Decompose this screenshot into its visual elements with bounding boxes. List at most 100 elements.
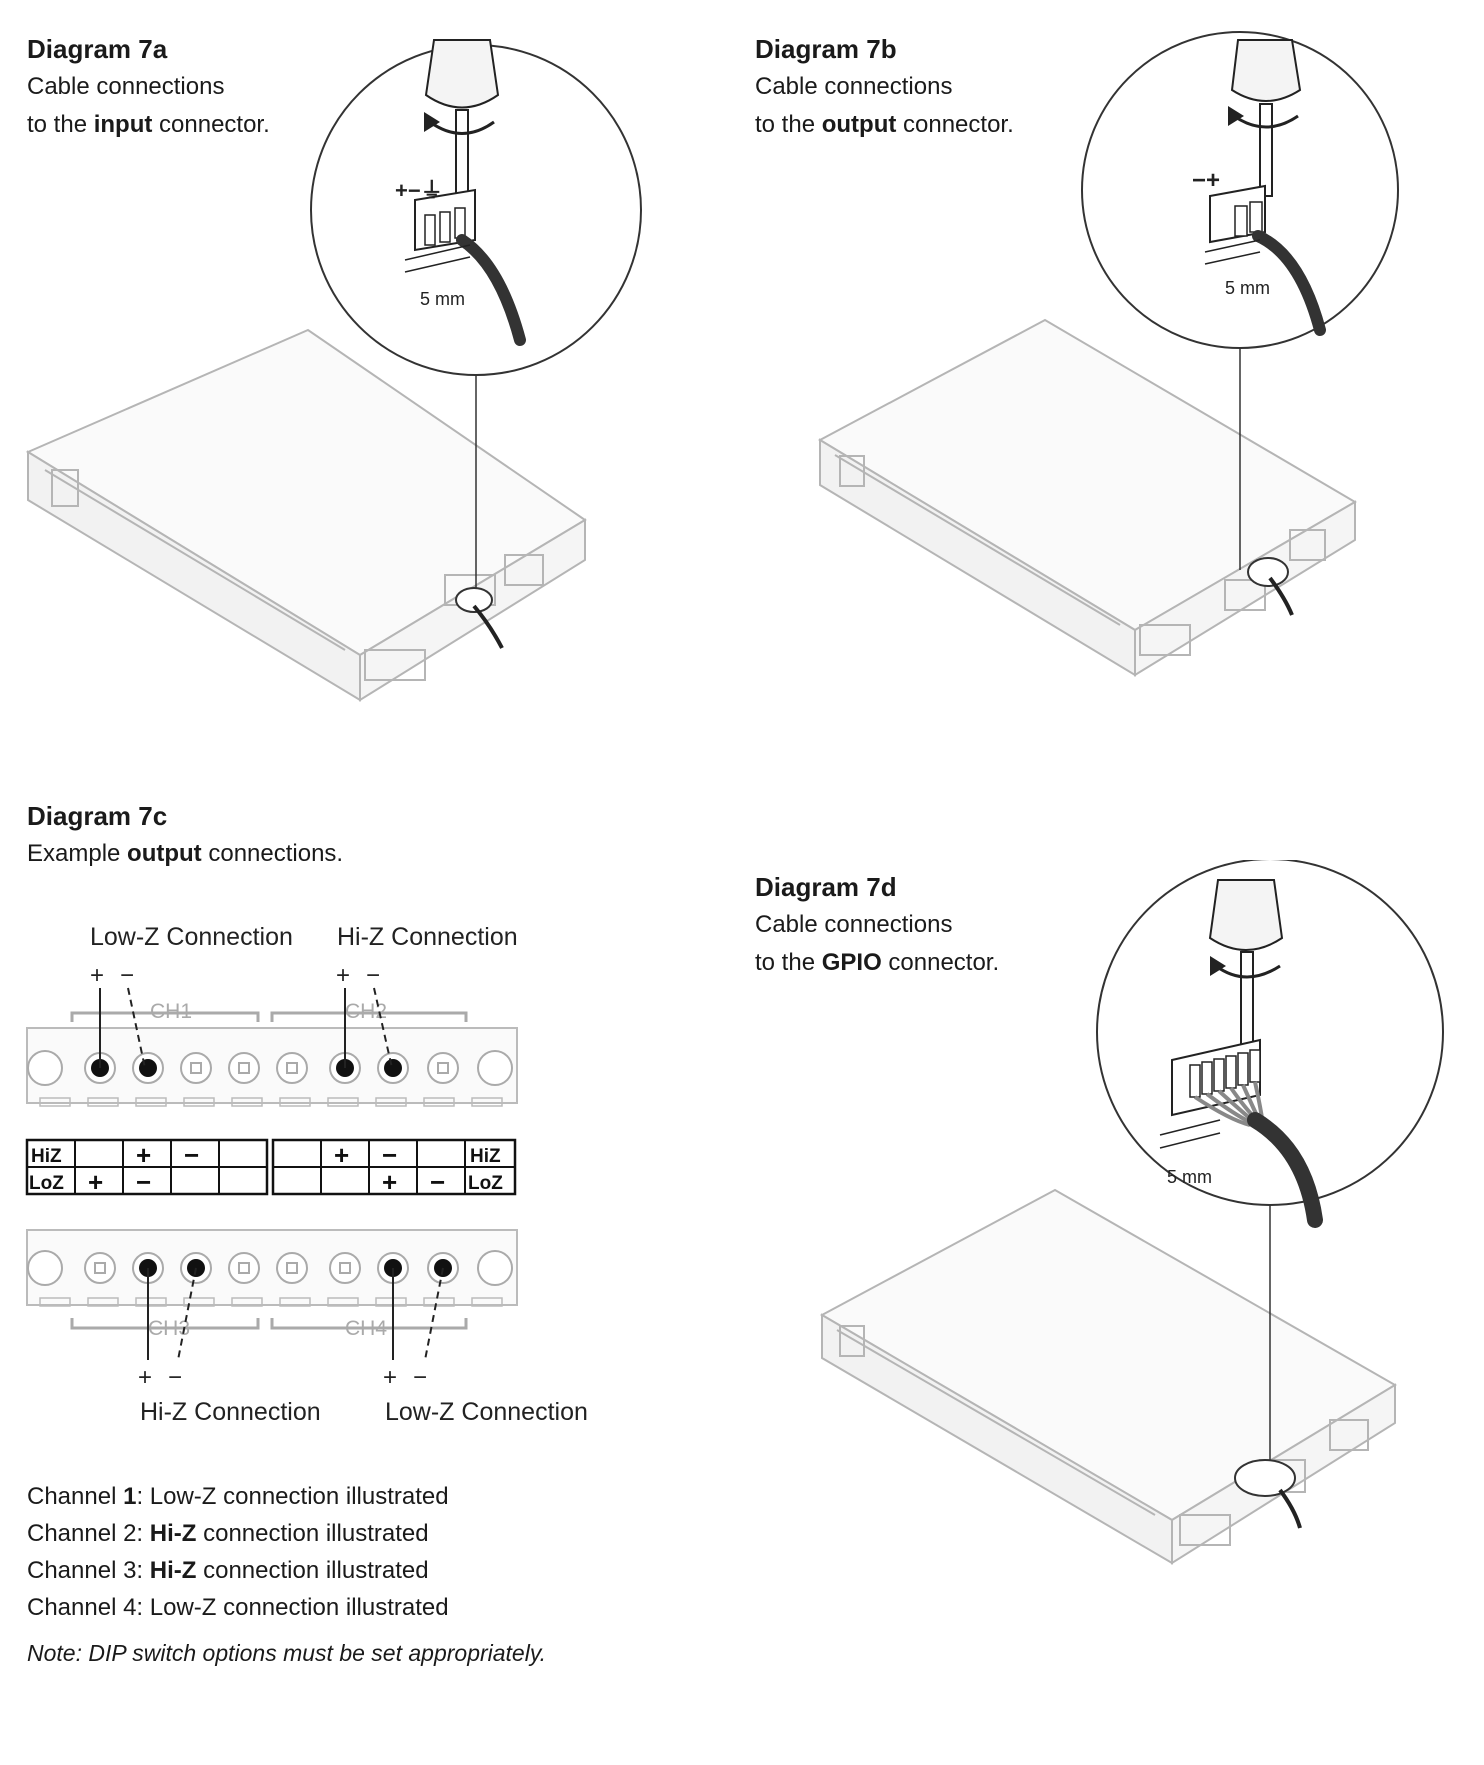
text: : [136, 1483, 150, 1510]
strip-tab [135, 1097, 167, 1107]
dimension-marker: 5 mm [1204, 239, 1270, 298]
empty-terminal [339, 1262, 351, 1274]
screwdriver-icon [1228, 39, 1302, 197]
text: connection illustrated [196, 1557, 429, 1584]
channel-label-ch4: CH4 [345, 1317, 387, 1340]
top-wire-leads [99, 987, 393, 1069]
top-plus-1: + [90, 962, 104, 989]
diagram-7b-line2: to the output connector. [755, 106, 1014, 144]
mounting-nut [477, 1250, 513, 1286]
strip-tab [39, 1097, 71, 1107]
strip-tab [327, 1297, 359, 1307]
table-cell-minus: − [430, 1167, 445, 1197]
text: Channel [27, 1594, 124, 1621]
emphasis: Hi-Z [149, 1557, 197, 1584]
diagram-7c-caption: Diagram 7c Example output connections. [27, 797, 343, 873]
channel-label-ch1: CH1 [150, 1000, 192, 1023]
diagram-7d-illustration: 5 mm [819, 860, 1444, 1565]
table-cell-plus: + [334, 1140, 349, 1170]
terminal-screw [228, 1052, 260, 1084]
table-loz-left: LoZ [29, 1173, 64, 1194]
text: to the [27, 111, 94, 138]
terminal-block-3pin: +−⏚ [395, 178, 526, 346]
strip-tab [375, 1297, 407, 1307]
text: Example [27, 840, 128, 867]
diagram-7b-line1: Cable connections [755, 73, 953, 100]
pin-polarity-labels: +−⏚ [395, 178, 443, 203]
wired-terminal [139, 1059, 157, 1077]
table-loz-right: LoZ [468, 1173, 503, 1194]
diagram-7d-line1: Cable connections [755, 911, 953, 938]
top-lowz-label: Low-Z Connection [90, 923, 293, 951]
mounting-nut [27, 1050, 63, 1086]
table-hiz-left: HiZ [31, 1146, 62, 1167]
strip-tab [183, 1097, 215, 1107]
text: connector. [152, 111, 270, 138]
top-minus-1: − [120, 962, 134, 989]
diagram-7c-line1: Example output connections. [27, 835, 343, 873]
terminal-block-2pin: −+ [1192, 167, 1326, 336]
strip-tab [471, 1097, 503, 1107]
screwdriver-icon [1208, 879, 1284, 1051]
diagram-7d-line2: to the GPIO connector. [755, 944, 999, 982]
strip-tab [87, 1297, 119, 1307]
terminal-screw [276, 1052, 308, 1084]
strip-tab [183, 1297, 215, 1307]
strip-tab [327, 1097, 359, 1107]
terminal-screw [84, 1252, 116, 1284]
bottom-plus-1: + [138, 1364, 152, 1391]
diagram-7b-caption: Diagram 7b Cable connections to the outp… [755, 30, 1014, 144]
strip-tab [471, 1297, 503, 1307]
empty-terminal [94, 1262, 106, 1274]
table-hiz-right: HiZ [470, 1146, 501, 1167]
bottom-hiz-label: Hi-Z Connection [140, 1398, 321, 1426]
empty-terminal [437, 1062, 449, 1074]
table-cell-plus: + [88, 1167, 103, 1197]
emphasis: output [127, 840, 202, 867]
legend-item: Channel 4: Low-Z connection illustrated [27, 1589, 449, 1626]
legend-item: Channel 3: Hi-Z connection illustrated [27, 1552, 449, 1589]
diagram-7a-title: Diagram 7a [27, 34, 168, 64]
table-cell-plus: + [382, 1167, 397, 1197]
dimension-label: 5 mm [420, 289, 465, 309]
text: connector. [896, 111, 1014, 138]
text: Channel [27, 1483, 124, 1510]
dimension-label: 5 mm [1225, 278, 1270, 298]
terminal-screw [329, 1252, 361, 1284]
text: connection illustrated [196, 1520, 429, 1547]
diagram-7a-line2: to the input connector. [27, 106, 270, 144]
text: Channel [27, 1520, 124, 1547]
text: 3: [123, 1557, 150, 1584]
diagram-7d-caption: Diagram 7d Cable connections to the GPIO… [755, 868, 999, 982]
dimension-marker: 5 mm [1159, 1119, 1221, 1187]
terminal-screw [276, 1252, 308, 1284]
table-cell-minus: − [136, 1167, 151, 1197]
screwdriver-icon [424, 39, 500, 201]
strip-tab [423, 1297, 455, 1307]
top-hiz-label: Hi-Z Connection [337, 923, 518, 951]
table-cell-plus: + [136, 1140, 151, 1170]
strip-tab [279, 1297, 311, 1307]
empty-terminal [238, 1062, 250, 1074]
diagram-7a-caption: Diagram 7a Cable connections to the inpu… [27, 30, 270, 144]
mounting-nut [27, 1250, 63, 1286]
bottom-minus-1: − [168, 1364, 182, 1391]
dimension-label: 5 mm [1167, 1167, 1212, 1187]
diagram-7d-title: Diagram 7d [755, 872, 897, 902]
empty-terminal [238, 1262, 250, 1274]
terminal-screw [427, 1052, 459, 1084]
text: Low-Z connection illustrated [149, 1483, 449, 1510]
top-minus-2: − [366, 962, 380, 989]
wired-terminal [384, 1059, 402, 1077]
text: 2: [123, 1520, 150, 1547]
text: connections. [201, 840, 344, 867]
text: connector. [881, 949, 1000, 976]
amplifier-chassis [819, 1188, 1397, 1565]
strip-tab [135, 1297, 167, 1307]
emphasis: 1 [123, 1483, 137, 1510]
channel-legend: Channel 1: Low-Z connection illustrated … [27, 1478, 449, 1626]
table-cell-minus: − [184, 1140, 199, 1170]
top-terminal-strip [26, 1027, 518, 1107]
empty-terminal [286, 1062, 298, 1074]
terminal-screw [180, 1052, 212, 1084]
